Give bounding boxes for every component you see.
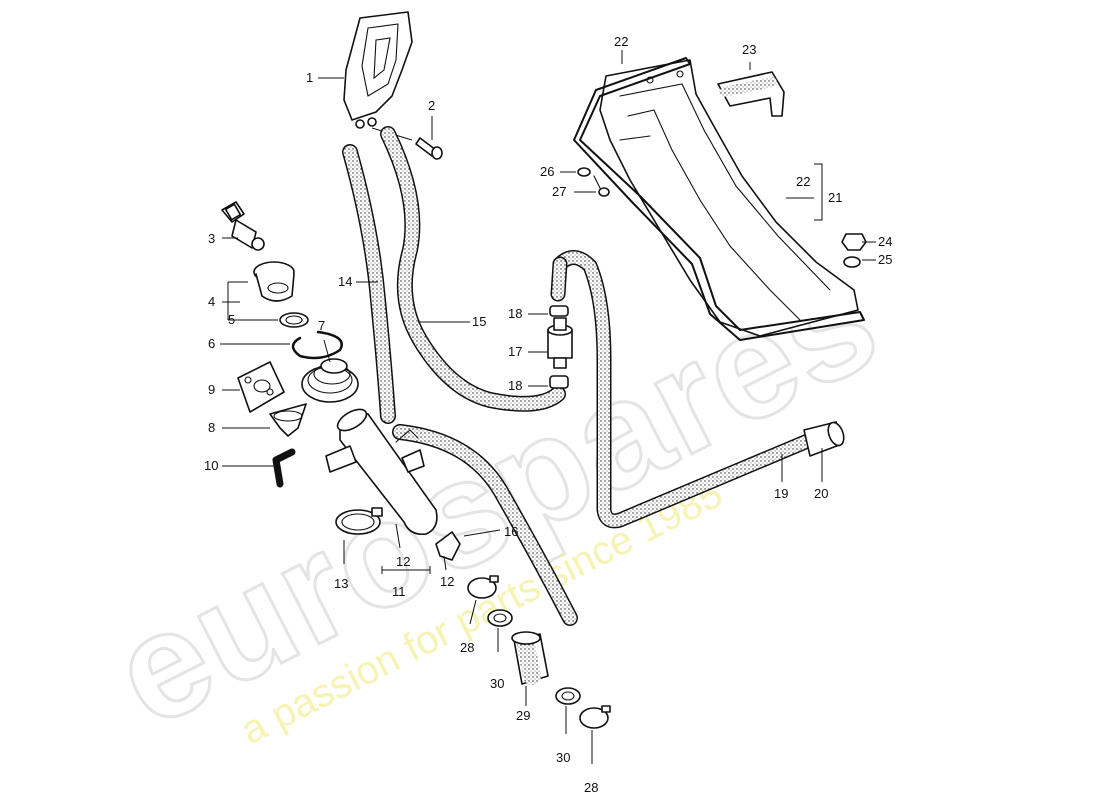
callout-14: 14 (338, 274, 352, 289)
callout-19: 19 (774, 486, 788, 501)
callout-7: 7 (318, 318, 325, 333)
part-18-clip-lower (549, 375, 569, 389)
callout-26: 26 (540, 164, 554, 179)
callout-24: 24 (878, 234, 892, 249)
callout-28a: 28 (460, 640, 474, 655)
part-25-washer (843, 256, 861, 268)
part-7-boot (301, 358, 359, 403)
callout-2: 2 (428, 98, 435, 113)
part-30-grommet-lower (555, 687, 581, 705)
callout-18b: 18 (508, 378, 522, 393)
callout-12b: 12 (440, 574, 454, 589)
hose-16 (392, 424, 578, 626)
part-21-tank-channel (599, 59, 859, 337)
part-29-sleeve (511, 631, 549, 685)
part-23-pad (717, 71, 785, 117)
part-28-clamp-lower (579, 705, 611, 729)
part-9-gasket-plate (237, 361, 285, 413)
callout-11: 11 (392, 584, 406, 599)
part-5-seal-ring (279, 312, 309, 328)
callout-22a: 22 (614, 34, 628, 49)
part-6-circlip (291, 330, 343, 360)
callout-3: 3 (208, 231, 215, 246)
callout-1: 1 (306, 70, 313, 85)
part-3-lock-cylinder (221, 201, 265, 251)
part-26-washer (577, 167, 591, 177)
callout-15: 15 (472, 314, 486, 329)
part-8-strainer (269, 403, 307, 437)
part-24-nut (841, 233, 867, 251)
part-20-grommet (803, 421, 845, 457)
part-28-clamp-upper (467, 575, 499, 599)
hose-15 (380, 126, 566, 412)
callouts: 1 2 3 4 5 6 7 8 9 10 11 12 12 13 14 15 1… (204, 34, 892, 795)
callout-4: 4 (208, 294, 215, 309)
callout-5: 5 (228, 312, 235, 327)
hose-14 (342, 144, 396, 424)
callout-23: 23 (742, 42, 756, 57)
part-17-check-valve (547, 317, 573, 369)
part-12-bracket (435, 531, 461, 561)
part-27-nut (593, 175, 610, 197)
callout-27: 27 (552, 184, 566, 199)
part-18-clip-upper (549, 305, 569, 317)
part-13-hose-clamp (335, 507, 383, 535)
hose-18-upper-stub (550, 256, 568, 302)
callout-9: 9 (208, 382, 215, 397)
callout-30b: 30 (556, 750, 570, 765)
part-10-bent-tube (272, 448, 296, 488)
callout-12a: 12 (396, 554, 410, 569)
part-22-gasket (573, 57, 865, 341)
part-1-filler-flap (343, 11, 413, 129)
callout-10: 10 (204, 458, 218, 473)
callout-18a: 18 (508, 306, 522, 321)
callout-17: 17 (508, 344, 522, 359)
callout-28b: 28 (584, 780, 598, 795)
callout-21: 21 (828, 190, 842, 205)
callout-22b: 22 (796, 174, 810, 189)
callout-25: 25 (878, 252, 892, 267)
callout-6: 6 (208, 336, 215, 351)
callout-8: 8 (208, 420, 215, 435)
callout-13: 13 (334, 576, 348, 591)
callout-20: 20 (814, 486, 828, 501)
callout-30a: 30 (490, 676, 504, 691)
callout-16: 16 (504, 524, 518, 539)
part-2-screw (371, 127, 443, 160)
part-30-grommet-upper (487, 609, 513, 627)
part-11-filler-pipe (325, 408, 438, 536)
callout-29: 29 (516, 708, 530, 723)
hose-19 (552, 250, 818, 529)
part-4-lock-body (253, 261, 295, 302)
leader-lines (220, 50, 876, 764)
